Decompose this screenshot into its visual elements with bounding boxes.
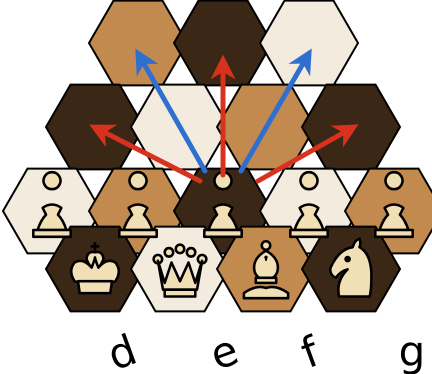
file-label-g: g <box>399 327 426 374</box>
file-label-e: e <box>204 325 245 374</box>
file-label-f: f <box>295 326 327 374</box>
hex-cell-c3[interactable] <box>260 1 358 86</box>
file-label-d: d <box>101 325 143 374</box>
hex-cell-c1[interactable] <box>89 1 187 86</box>
